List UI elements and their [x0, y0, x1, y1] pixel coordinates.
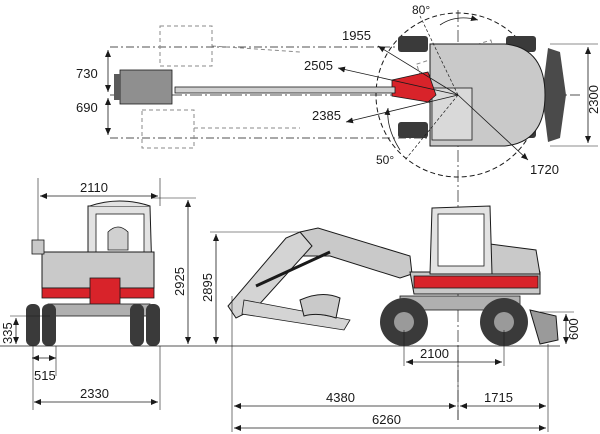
dim-label-2100: 2100: [420, 346, 449, 361]
front-view: [0, 178, 560, 410]
front-tire-l1: [26, 304, 40, 346]
top-view: [105, 10, 598, 420]
front-boom-base: [89, 277, 121, 309]
dim-label-730: 730: [76, 66, 98, 81]
radius-line-1955: [377, 45, 459, 96]
front-cab-roof: [89, 200, 151, 207]
front-mirror-left: [31, 239, 45, 255]
angle-arc-50: [384, 107, 401, 151]
ghost-boom-upper: [211, 45, 301, 53]
radius-line-2385: [345, 94, 459, 124]
angle-arc-80: [439, 15, 479, 26]
dim-label-2110: 2110: [80, 180, 108, 195]
dim-label-2385: 2385: [312, 108, 341, 123]
radius-line-2505: [337, 66, 459, 96]
dim-label-2330: 2330: [80, 386, 109, 401]
side-view: [210, 205, 574, 432]
angle-label-50: 50°: [376, 153, 394, 167]
ghost-bucket-upper: [159, 25, 213, 67]
side-cab-window: [437, 213, 485, 267]
dim-label-690: 690: [76, 100, 98, 115]
top-bucket: [119, 69, 173, 105]
dimension-labels: 80° 50° 1955 2505 2385 1720 730 690 2300…: [0, 3, 600, 427]
front-tire-r2: [146, 304, 160, 346]
dim-label-2300: 2300: [586, 85, 600, 114]
top-boom: [174, 86, 396, 94]
side-cylinder: [255, 250, 331, 288]
front-tire-l2: [42, 304, 56, 346]
top-wheel-rl: [398, 122, 428, 138]
dim-label-4380: 4380: [326, 390, 355, 405]
top-blade: [542, 48, 566, 142]
dim-label-335: 335: [0, 322, 15, 344]
dim-label-600: 600: [566, 318, 581, 340]
side-wheel-front-hub: [394, 312, 414, 332]
side-blade: [529, 309, 559, 345]
dim-label-6260: 6260: [372, 412, 401, 427]
side-bucket: [299, 294, 341, 319]
top-boom-base: [391, 71, 437, 103]
dim-label-1955: 1955: [342, 28, 371, 43]
top-cab: [431, 87, 473, 141]
top-bucket-teeth: [114, 74, 120, 100]
side-wheel-rear-hub: [494, 312, 514, 332]
dim-label-2895: 2895: [200, 273, 215, 302]
ghost-bucket-lower: [141, 109, 195, 149]
angle-label-80: 80°: [412, 3, 430, 17]
top-wheel-fl: [398, 36, 428, 52]
dim-label-2925: 2925: [172, 267, 187, 296]
dim-label-1715: 1715: [484, 390, 513, 405]
angle-line-50: [404, 94, 459, 161]
front-tire-r1: [130, 304, 144, 346]
dim-label-2505: 2505: [304, 58, 333, 73]
side-boom: [299, 227, 413, 279]
front-seat: [107, 226, 129, 251]
side-arm: [227, 231, 313, 319]
side-body-stripe: [413, 275, 539, 289]
side-engine-cover: [489, 243, 541, 275]
dim-label-1720: 1720: [530, 162, 559, 177]
radius-line-1720: [457, 94, 529, 161]
dim-label-515: 515: [34, 368, 56, 383]
